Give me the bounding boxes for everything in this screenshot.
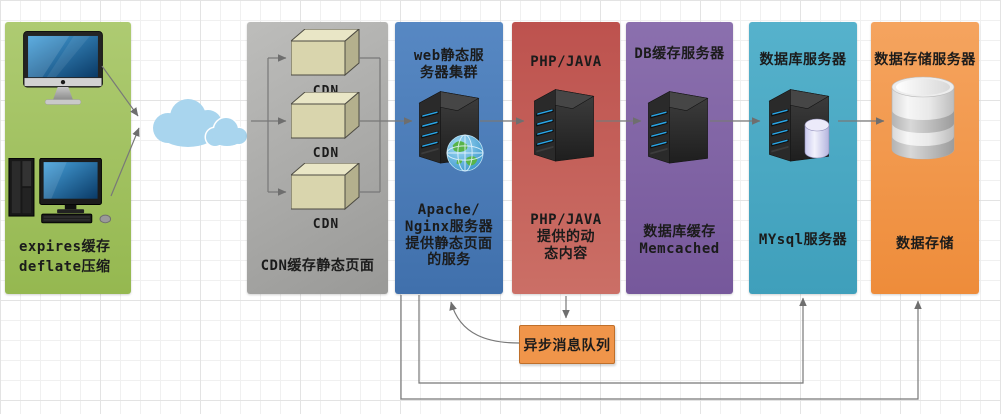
cloud-icon[interactable] — [142, 92, 250, 154]
database-title: 数据库服务器 — [759, 52, 847, 68]
panel-database[interactable]: 数据库服务器 MYsql服务器 — [749, 22, 857, 294]
database-caption: MYsql服务器 — [758, 232, 848, 248]
async-queue-label: 异步消息队列 — [523, 337, 611, 354]
panel-cdn[interactable]: CDN CDN CDN CDN缓存静态页面 — [247, 22, 388, 294]
db-cache-caption: 数据库缓存 Memcached — [639, 224, 720, 257]
panel-client[interactable]: expires缓存 deflate压缩 — [5, 22, 131, 294]
storage-title: 数据存储服务器 — [874, 52, 976, 68]
web-caption: Apache/ Nginx服务器 提供静态页面 的服务 — [404, 202, 494, 269]
database-cylinder-icon — [803, 118, 831, 162]
panel-storage[interactable]: 数据存储服务器 数据存储 — [871, 22, 979, 294]
cdn-node-label: CDN — [312, 146, 340, 161]
desktop-computer-icon — [7, 158, 113, 224]
cdn-box-icon[interactable] — [291, 163, 361, 211]
db-cache-title: DB缓存服务器 — [634, 46, 725, 62]
server-tower-icon — [644, 82, 712, 166]
panel-db-cache[interactable]: DB缓存服务器 数据库缓存 Memcached — [626, 22, 733, 294]
storage-cylinder-icon — [890, 76, 956, 162]
panel-app-server[interactable]: PHP/JAVA PHP/JAVA 提供的动 态内容 — [512, 22, 620, 294]
globe-icon — [446, 134, 484, 172]
cdn-box-icon[interactable] — [291, 92, 361, 140]
async-queue-box[interactable]: 异步消息队列 — [519, 325, 615, 364]
imac-icon — [20, 28, 106, 112]
cdn-node-label: CDN — [312, 217, 340, 232]
storage-caption: 数据存储 — [896, 236, 954, 252]
server-tower-icon — [530, 80, 598, 164]
cdn-caption: CDN缓存静态页面 — [260, 258, 375, 274]
panel-web-static[interactable]: web静态服 务器集群 Apache/ Nginx服务器 提供静态页面 的服务 — [395, 22, 503, 294]
app-caption: PHP/JAVA 提供的动 态内容 — [530, 212, 602, 262]
cdn-box-icon[interactable] — [291, 29, 361, 77]
app-title: PHP/JAVA — [530, 54, 602, 70]
client-caption: expires缓存 deflate压缩 — [19, 239, 111, 275]
web-title: web静态服 务器集群 — [413, 48, 485, 81]
